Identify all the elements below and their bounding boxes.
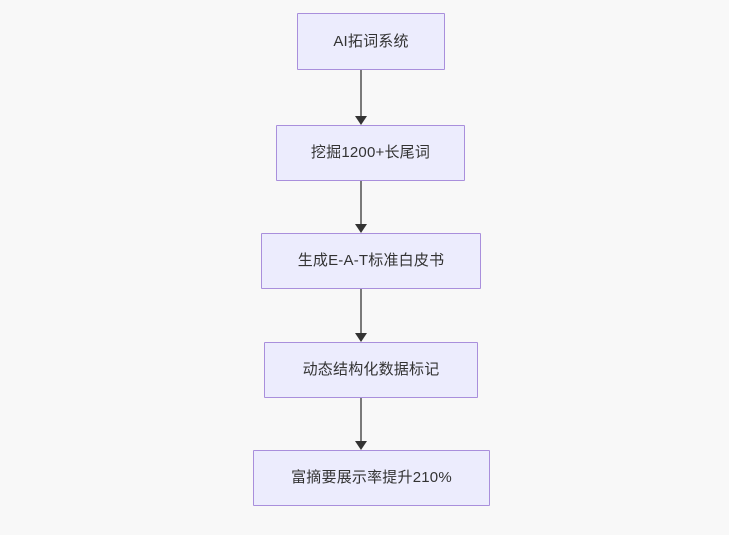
connector-line bbox=[360, 289, 362, 335]
connector-node4-node5 bbox=[351, 398, 371, 450]
connector-line bbox=[360, 398, 362, 443]
flowchart-node-4[interactable]: 动态结构化数据标记 bbox=[264, 342, 478, 398]
flowchart-node-label: AI拓词系统 bbox=[333, 32, 409, 50]
flowchart-node-3[interactable]: 生成E-A-T标准白皮书 bbox=[261, 233, 481, 289]
flowchart-node-label: 生成E-A-T标准白皮书 bbox=[297, 252, 445, 269]
flowchart-node-label: 动态结构化数据标记 bbox=[302, 361, 440, 378]
arrowhead-icon bbox=[355, 441, 367, 450]
flowchart-node-label: 富摘要展示率提升210% bbox=[291, 469, 452, 486]
arrowhead-icon bbox=[355, 224, 367, 233]
flowchart-node-2[interactable]: 挖掘1200+长尾词 bbox=[276, 125, 465, 181]
flowchart-node-label: 挖掘1200+长尾词 bbox=[310, 144, 431, 161]
connector-node2-node3 bbox=[351, 181, 371, 233]
arrowhead-icon bbox=[355, 333, 367, 342]
arrowhead-icon bbox=[355, 116, 367, 125]
connector-node1-node2 bbox=[351, 70, 371, 125]
connector-line bbox=[360, 70, 362, 118]
flowchart-node-5[interactable]: 富摘要展示率提升210% bbox=[253, 450, 490, 506]
flowchart-node-1[interactable]: AI拓词系统 bbox=[297, 13, 445, 70]
connector-line bbox=[360, 181, 362, 226]
connector-node3-node4 bbox=[351, 289, 371, 342]
